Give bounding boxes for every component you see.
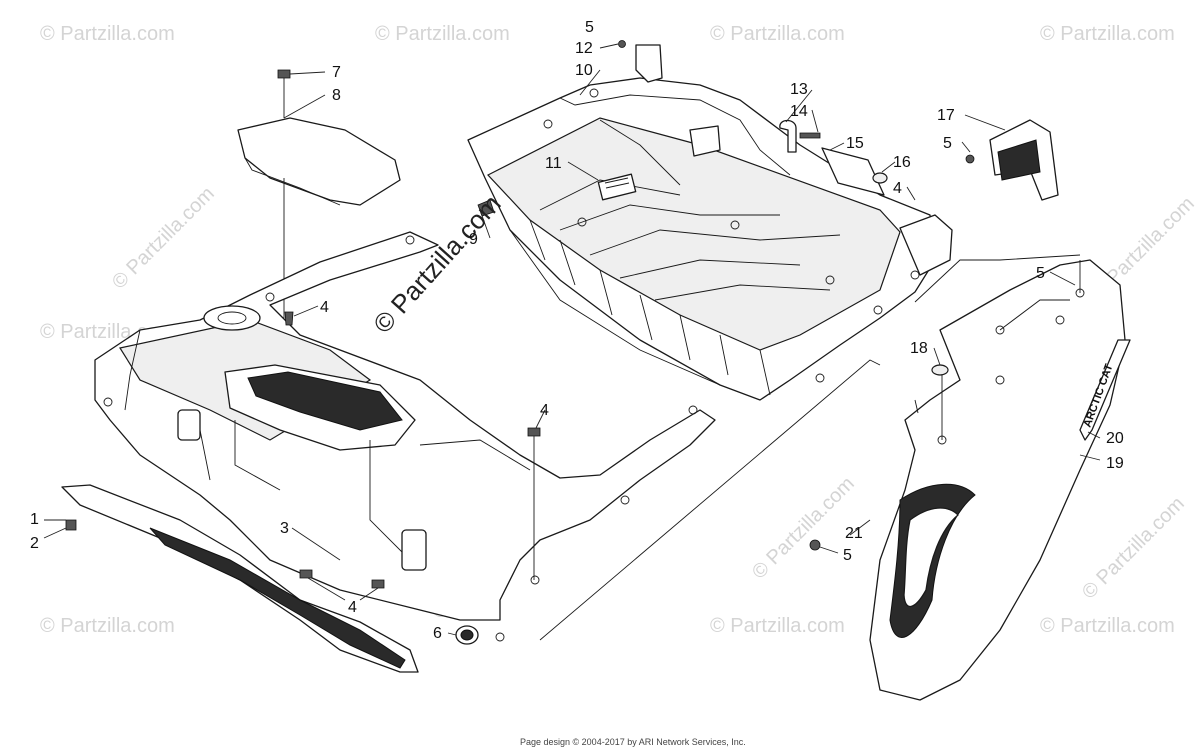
callout-2[interactable]: 2: [30, 535, 39, 552]
callout-19[interactable]: 19: [1106, 455, 1124, 472]
grommet-6: [455, 625, 479, 645]
callout-21[interactable]: 21: [845, 525, 863, 542]
callout-labels: 1 2 3 4 4 4 4 5 5 5 5 6 7 8 9 10 11 12 1…: [30, 19, 1124, 642]
leader: [539, 359, 881, 641]
callout-4[interactable]: 4: [540, 402, 549, 419]
rear-body-3: [94, 231, 716, 642]
callout-4[interactable]: 4: [348, 599, 357, 616]
callout-15[interactable]: 15: [846, 135, 864, 152]
side-panel-19: ARCTIC CAT: [809, 259, 1131, 701]
callout-4[interactable]: 4: [320, 299, 329, 316]
callout-5[interactable]: 5: [585, 19, 594, 36]
watermark: © Partzilla.com: [710, 615, 845, 637]
callout-17[interactable]: 17: [937, 107, 955, 124]
watermark: © Partzilla.com: [1078, 493, 1189, 604]
callout-8[interactable]: 8: [332, 87, 341, 104]
callout-7[interactable]: 7: [332, 64, 341, 81]
callout-11[interactable]: 11: [545, 155, 562, 172]
footer-credit: Page design © 2004-2017 by ARI Network S…: [520, 737, 746, 747]
callout-16[interactable]: 16: [893, 154, 911, 171]
callout-9[interactable]: 9: [469, 231, 478, 248]
lid-8: [237, 69, 401, 206]
watermark: © Partzilla.com: [1040, 615, 1175, 637]
center-watermark: © Partzilla.com: [367, 189, 507, 339]
hook-13: [779, 119, 821, 153]
callout-18[interactable]: 18: [910, 340, 928, 357]
leader: [914, 254, 1081, 303]
watermark: © Partzilla.com: [748, 473, 859, 584]
watermark: © Partzilla.com: [40, 615, 175, 637]
callout-12[interactable]: 12: [575, 40, 593, 57]
latch-17: [965, 119, 1059, 201]
watermark: © Partzilla.com: [40, 23, 175, 45]
callout-6[interactable]: 6: [433, 625, 442, 642]
watermark: © Partzilla.com: [710, 23, 845, 45]
plug-16: [872, 172, 888, 184]
decal-15: [821, 147, 885, 196]
leader-lines: [43, 43, 1101, 636]
callout-1[interactable]: 1: [30, 511, 39, 528]
callout-13[interactable]: 13: [790, 81, 808, 98]
bracket-12: [618, 40, 721, 157]
callout-5[interactable]: 5: [943, 135, 952, 152]
storage-tub: [467, 77, 953, 401]
grille-1: [61, 484, 419, 673]
callout-4[interactable]: 4: [893, 180, 902, 197]
callout-5[interactable]: 5: [1036, 265, 1045, 282]
callout-20[interactable]: 20: [1106, 430, 1124, 447]
callout-14[interactable]: 14: [790, 103, 808, 120]
callout-10[interactable]: 10: [575, 62, 593, 79]
watermark: © Partzilla.com: [375, 23, 510, 45]
callout-3[interactable]: 3: [280, 520, 289, 537]
watermark: © Partzilla.com: [108, 183, 219, 294]
watermark: © Partzilla.com: [1040, 23, 1175, 45]
callout-5[interactable]: 5: [843, 547, 852, 564]
